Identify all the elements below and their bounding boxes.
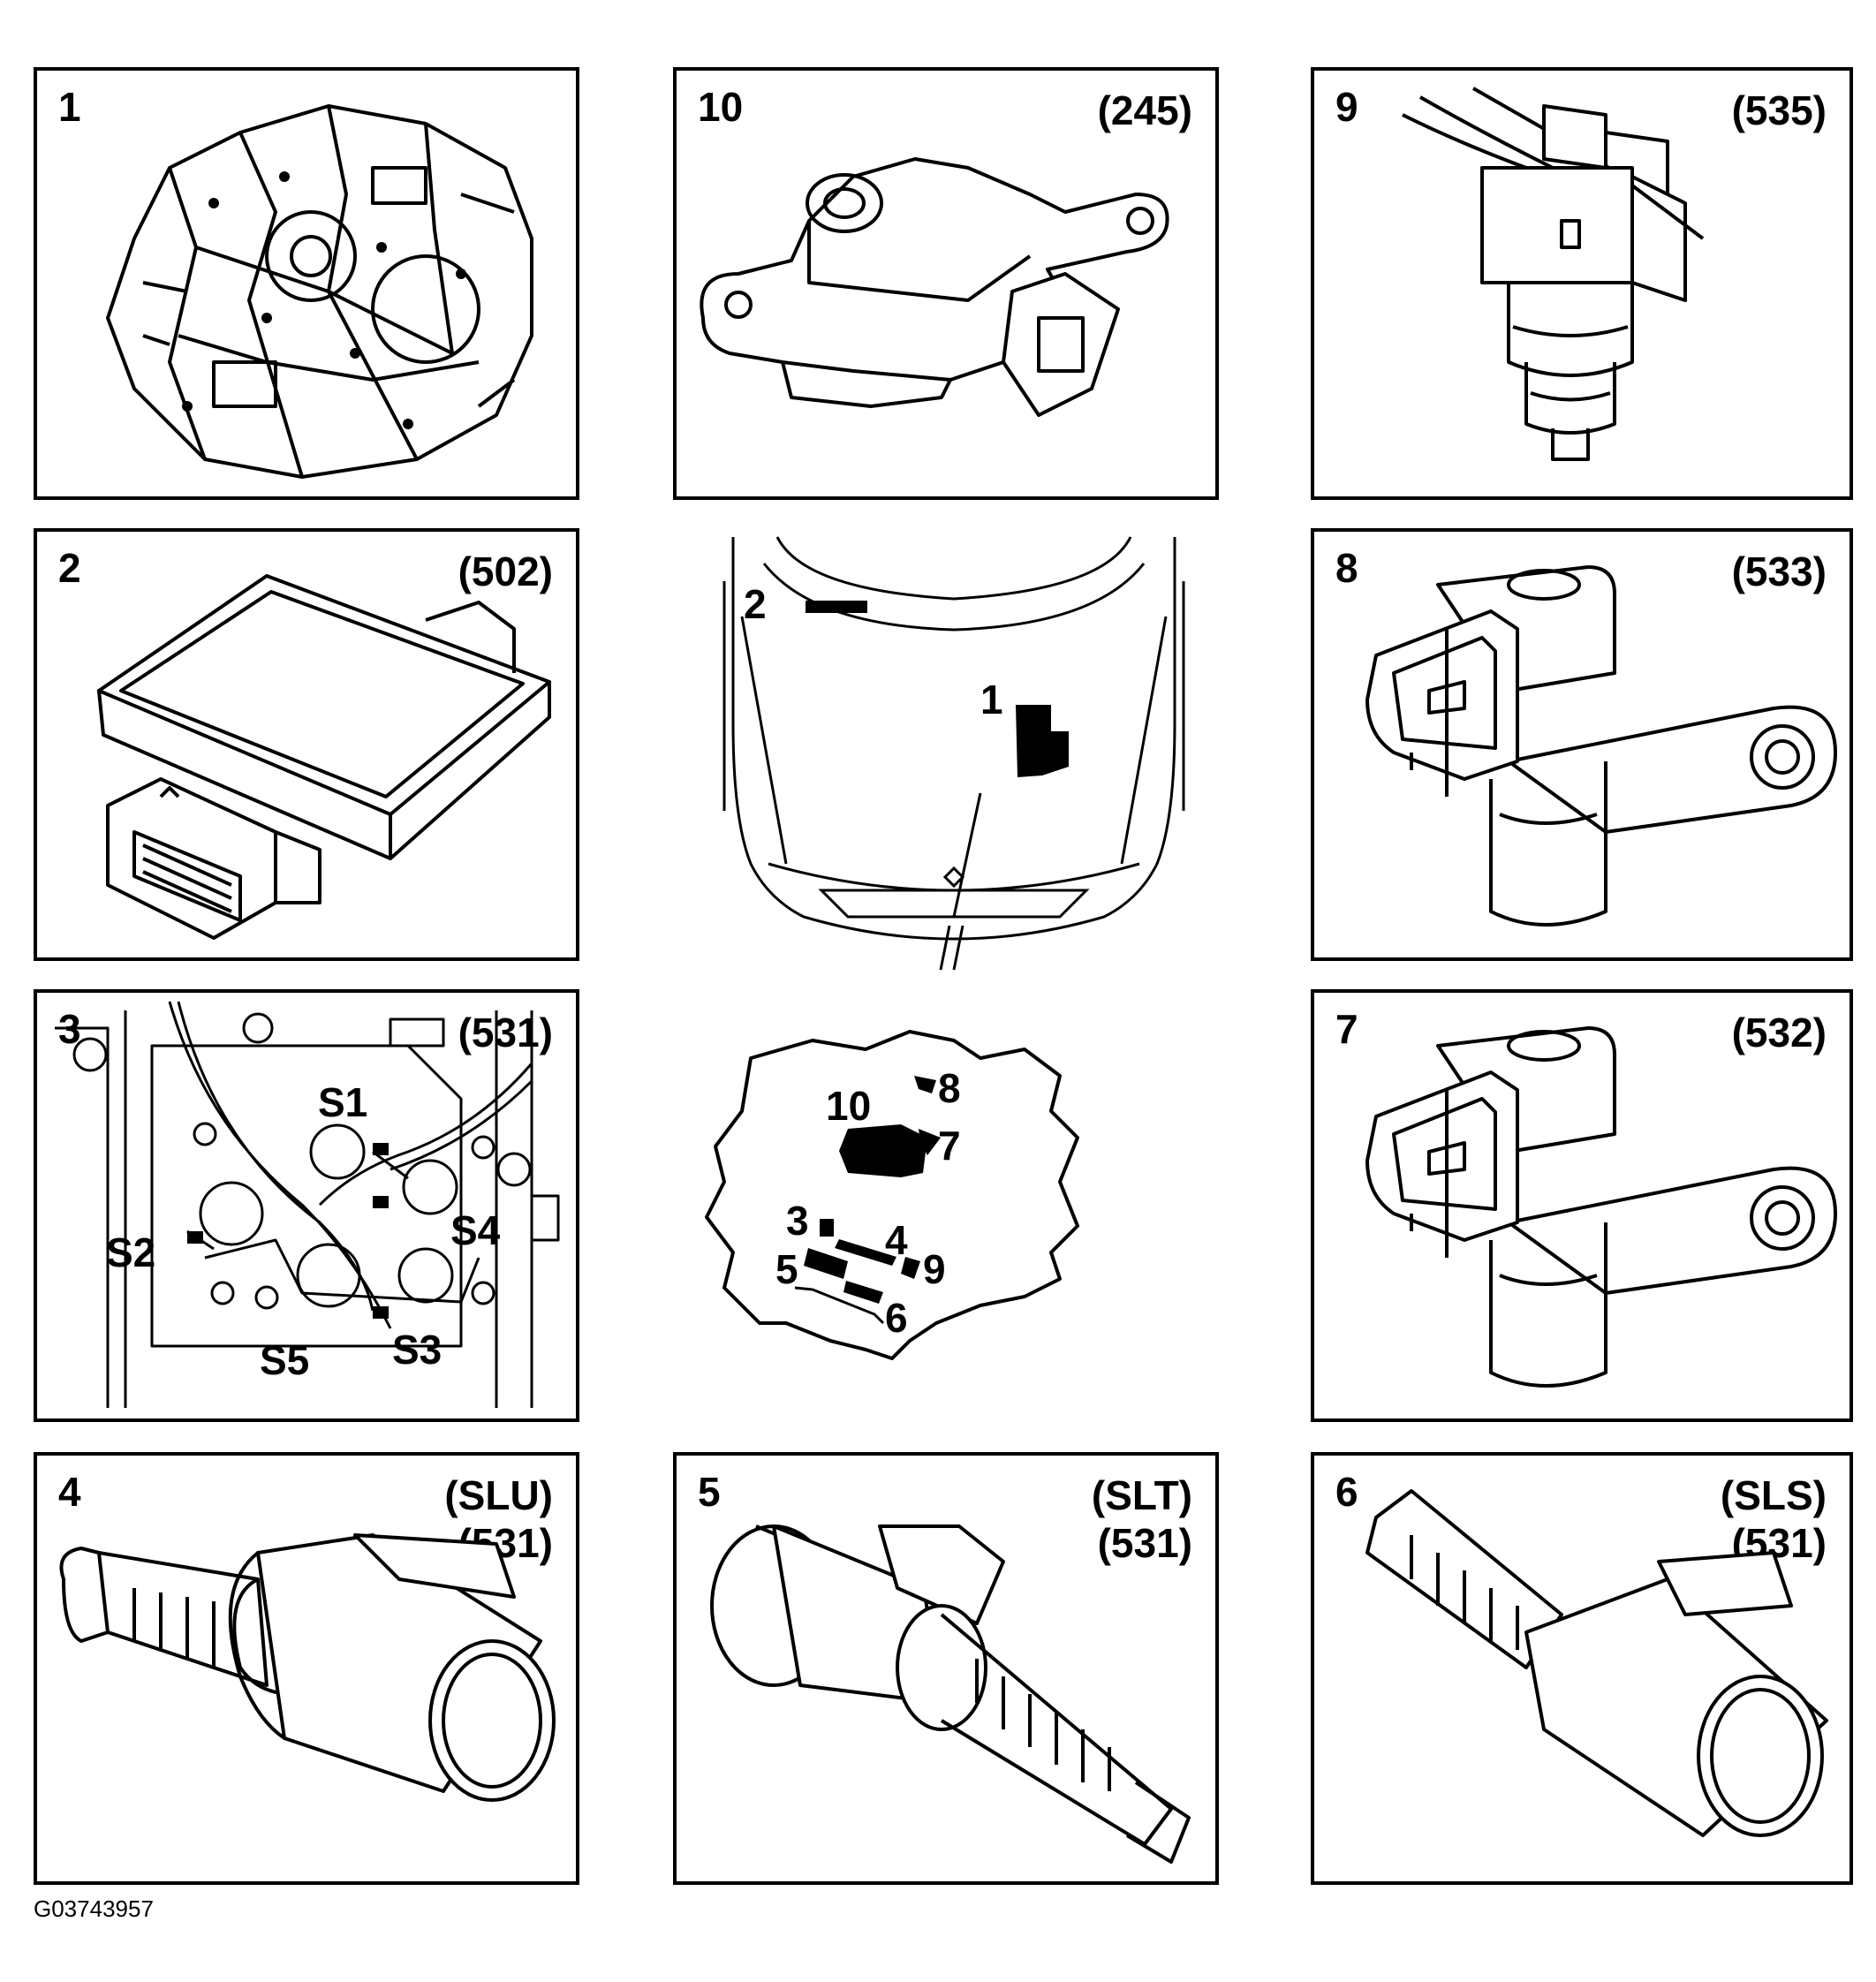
range-switch-illustration [700, 157, 1169, 417]
vehicle-location-diagram: 2 1 10 8 7 3 4 9 5 6 [705, 536, 1185, 1360]
part-code: (533) [1731, 548, 1827, 594]
panel-valve-body: 3 (531) S1 S2 S3 [34, 989, 579, 1422]
panel-number: 2 [58, 545, 81, 591]
solenoid-label-s2: S2 [106, 1229, 155, 1275]
panel-sensor-9: 9 (535) [1311, 67, 1853, 500]
panel-number: 6 [1335, 1469, 1358, 1515]
module-location-mark [806, 601, 867, 613]
part-code: (SLT) (531) [1092, 1471, 1192, 1568]
solenoid-label-s4: S4 [450, 1207, 501, 1253]
panel-sensor-7: 7 (532) [1311, 989, 1853, 1422]
part-code: (502) [458, 548, 553, 594]
component-6-mark [843, 1281, 883, 1304]
layout-label-7: 7 [938, 1123, 961, 1169]
panel-number: 5 [698, 1469, 721, 1515]
layout-label-4: 4 [885, 1217, 908, 1263]
component-8-mark [914, 1076, 936, 1093]
panel-range-switch: 10 (245) [673, 67, 1219, 500]
part-code: (531) [458, 1010, 553, 1055]
layout-label-6: 6 [885, 1295, 908, 1341]
vehicle-label-module: 2 [744, 581, 767, 627]
solenoid-name: (SLU) [444, 1472, 553, 1518]
panel-number: 7 [1335, 1006, 1358, 1052]
control-module-illustration [97, 574, 551, 940]
component-3-mark [820, 1219, 834, 1237]
solenoid-5-illustration [710, 1524, 1191, 1864]
panel-solenoid-6: 6 (SLS) (531) [1311, 1452, 1853, 1885]
panel-number: 4 [58, 1469, 81, 1515]
part-code: (532) [1731, 1010, 1827, 1055]
solenoid-label-s1: S1 [318, 1079, 367, 1125]
part-code: (SLS) (531) [1721, 1471, 1827, 1568]
panel-number: 10 [698, 84, 744, 130]
layout-label-8: 8 [938, 1065, 961, 1111]
component-10-mark [839, 1124, 927, 1177]
layout-label-9: 9 [923, 1246, 946, 1292]
panel-solenoid-5: 5 (SLT) (531) [673, 1452, 1219, 1885]
transmission-outline [705, 1030, 1079, 1360]
part-code: (245) [1097, 87, 1192, 133]
sensor-9-illustration [1402, 87, 1705, 461]
component-7-mark [919, 1129, 941, 1155]
sensor-7-illustration [1365, 1026, 1837, 1388]
part-code: (535) [1731, 87, 1827, 133]
transmission-location-mark [1016, 705, 1069, 777]
solenoid-6-illustration [1365, 1489, 1828, 1837]
panel-transmission: 1 [34, 67, 579, 500]
component-5-mark [804, 1248, 848, 1279]
valve-body-illustration: S1 S2 S3 S4 S5 [55, 1001, 560, 1408]
panel-number: 1 [58, 84, 81, 130]
component-9-mark [901, 1257, 920, 1279]
panel-control-module: 2 (502) [34, 528, 579, 961]
layout-label-5: 5 [775, 1246, 798, 1292]
panel-number: 9 [1335, 84, 1358, 130]
solenoid-label-s5: S5 [260, 1337, 309, 1383]
solenoid-name: (SLT) [1091, 1472, 1192, 1518]
sensor-8-illustration [1365, 565, 1837, 927]
solenoid-name: (SLS) [1720, 1472, 1827, 1518]
panel-sensor-8: 8 (533) [1311, 528, 1853, 961]
circuit-code: (531) [1097, 1520, 1192, 1567]
transmission-illustration [106, 104, 533, 479]
solenoid-label-s3: S3 [392, 1327, 442, 1373]
vehicle-label-transmission: 1 [980, 677, 1003, 722]
figure-id: G03743957 [34, 1895, 154, 1922]
layout-label-10: 10 [826, 1083, 871, 1129]
panel-number: 8 [1335, 545, 1358, 591]
panel-solenoid-4: 4 (SLU) (531) [34, 1452, 579, 1885]
solenoid-4-illustration [59, 1533, 556, 1802]
component-4-mark [835, 1239, 896, 1266]
layout-label-3: 3 [786, 1198, 809, 1244]
